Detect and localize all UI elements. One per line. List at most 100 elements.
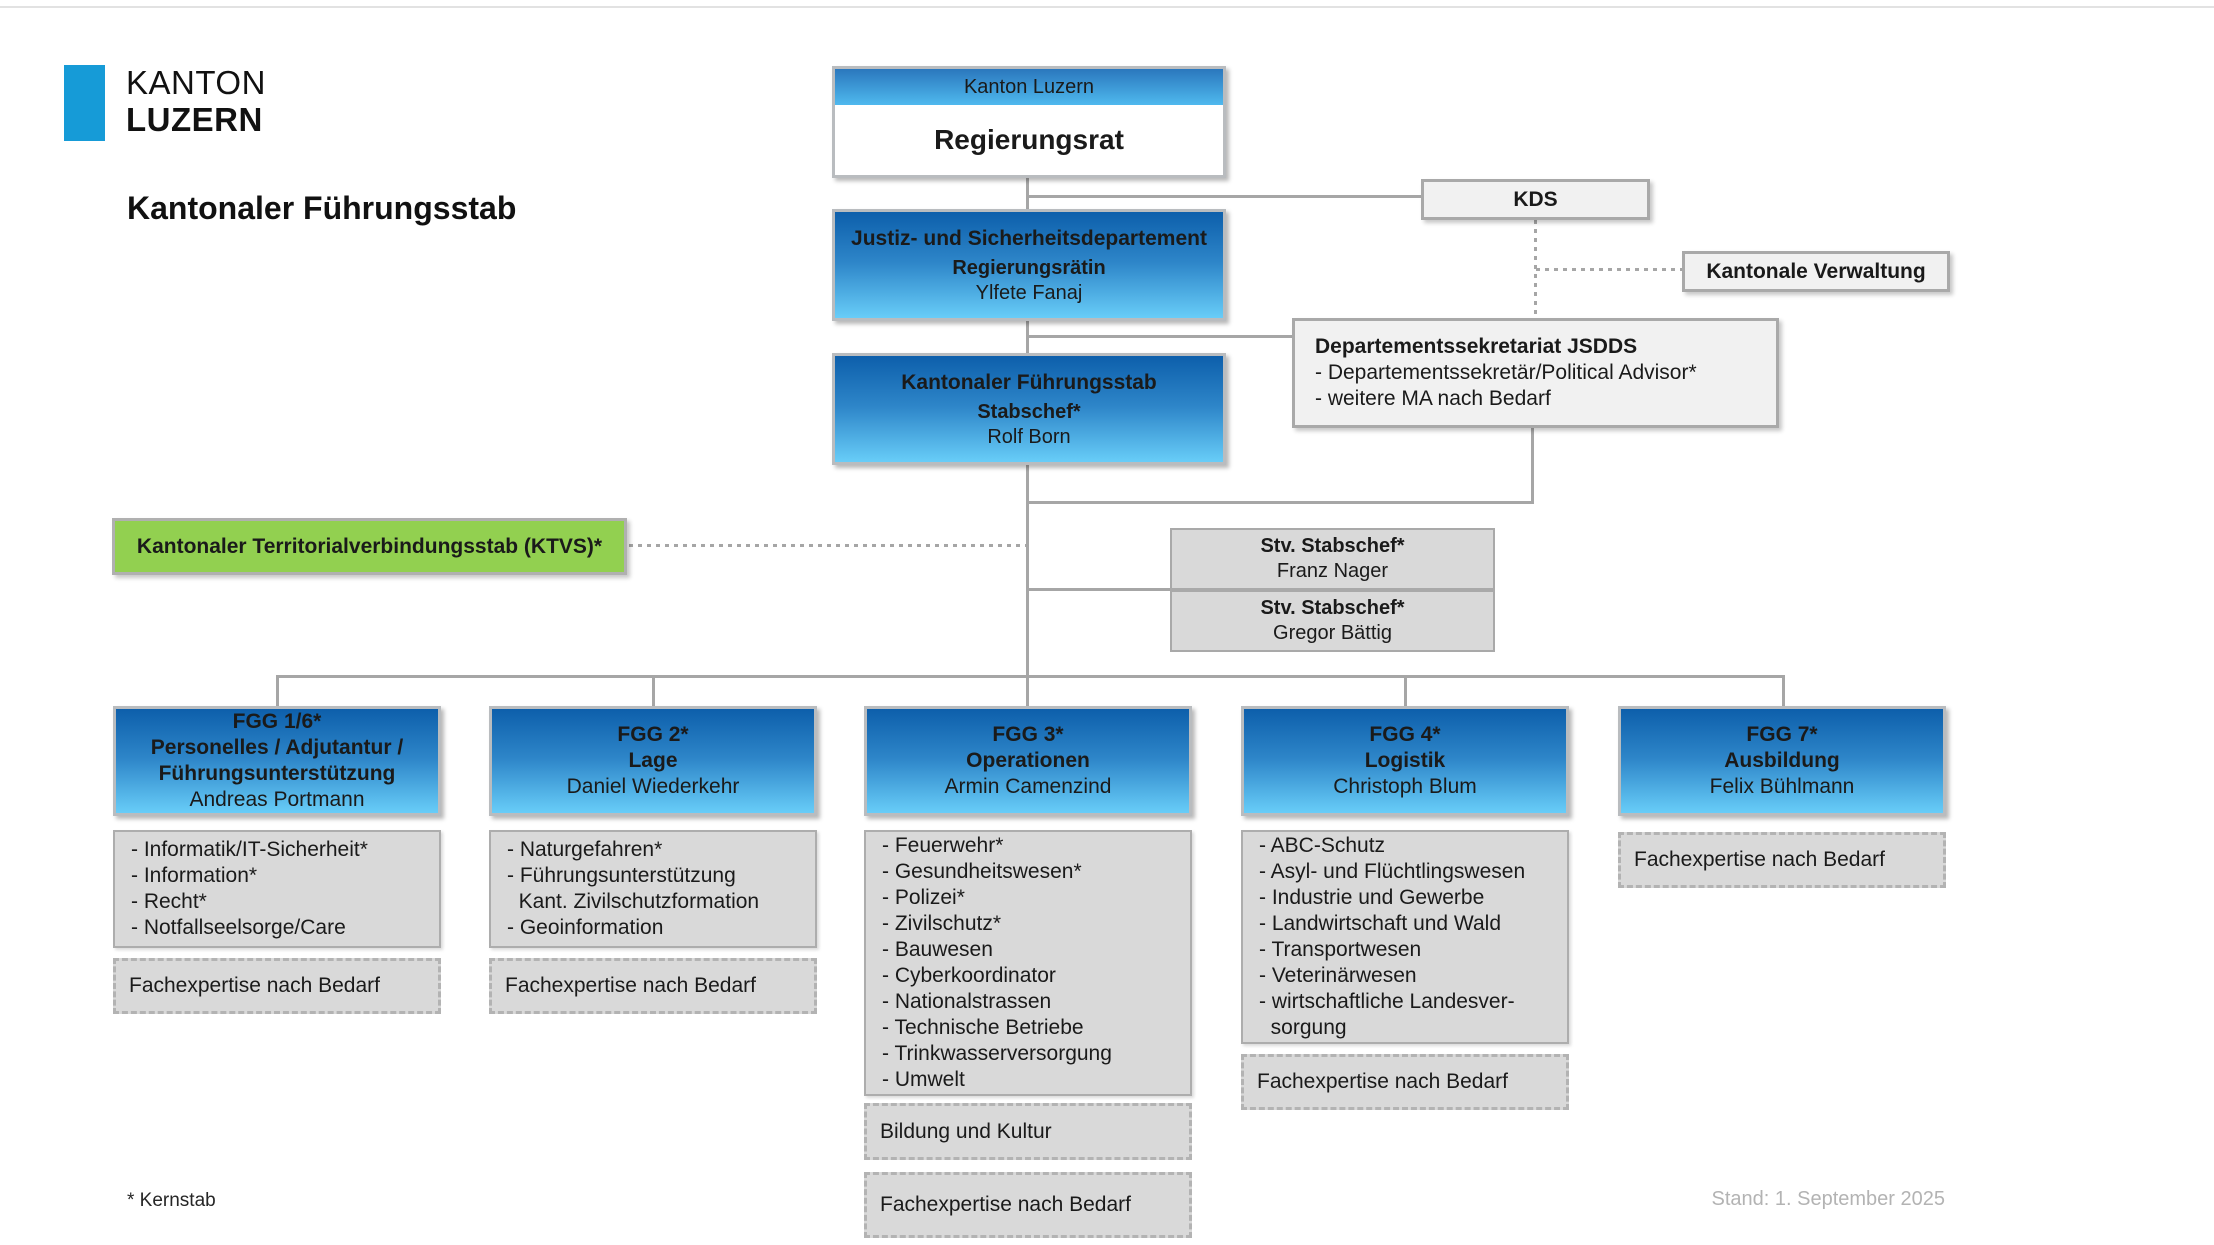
fgg-5-title-line: FGG 7* bbox=[1746, 723, 1818, 746]
fgg-5-title-line: Ausbildung bbox=[1724, 749, 1840, 772]
fgg-4-list-item: - Industrie und Gewerbe bbox=[1259, 886, 1485, 909]
fgg-1-title-line: Personelles / Adjutantur / bbox=[150, 736, 404, 759]
box-ktvs: Kantonaler Territorialverbindungsstab (K… bbox=[112, 518, 627, 575]
fgg-1-list-item: - Information* bbox=[131, 864, 258, 887]
jsdds-item: - weitere MA nach Bedarf bbox=[1315, 387, 1551, 410]
fgg-4-list-item: - Transportwesen bbox=[1259, 938, 1422, 961]
line-stub-fgg2 bbox=[652, 675, 655, 708]
logo-line-kanton: KANTON bbox=[126, 64, 266, 101]
fgg-3-list-item: - Gesundheitswesen* bbox=[882, 860, 1082, 883]
fgg-3-list-item: - Technische Betriebe bbox=[882, 1016, 1084, 1039]
line-to-stv bbox=[1026, 588, 1172, 591]
box-stv-stabschef-2: Stv. Stabschef* Gregor Bättig bbox=[1170, 590, 1495, 652]
fgg-2-person: Daniel Wiederkehr bbox=[566, 775, 740, 798]
line-jsdds-return bbox=[1026, 501, 1534, 504]
fgg-1-list-item: - Informatik/IT-Sicherheit* bbox=[131, 838, 368, 861]
fgg-4-title-line: Logistik bbox=[1364, 749, 1446, 772]
fgg-2-title-line: Lage bbox=[628, 749, 678, 772]
fgg-1-list-item: - Recht* bbox=[131, 890, 207, 913]
fuehrungsstab-person: Rolf Born bbox=[987, 426, 1071, 448]
ktvs-title: Kantonaler Territorialverbindungsstab (K… bbox=[136, 534, 603, 558]
fgg-4-list-item: sorgung bbox=[1259, 1016, 1347, 1039]
fgg-3-list-item: - Feuerwehr* bbox=[882, 834, 1004, 857]
fgg-1-extra-label: Fachexpertise nach Bedarf bbox=[129, 974, 380, 997]
box-fgg-2-list: - Naturgefahren*- Führungsunterstützung … bbox=[489, 830, 817, 948]
box-justiz-departement: Justiz- und Sicherheitsdepartement Regie… bbox=[832, 209, 1226, 321]
line-stub-fgg7 bbox=[1782, 675, 1785, 708]
fgg-3-list-item: - Bauwesen bbox=[882, 938, 993, 961]
regierungsrat-header-label: Kanton Luzern bbox=[963, 75, 1095, 98]
fgg-3-person: Armin Camenzind bbox=[944, 775, 1112, 798]
justiz-title: Justiz- und Sicherheitsdepartement bbox=[851, 227, 1207, 250]
fgg-3-list-item: - Cyberkoordinator bbox=[882, 964, 1056, 987]
fgg-3-title-line: Operationen bbox=[966, 749, 1090, 772]
fuehrungsstab-role: Stabschef* bbox=[977, 401, 1081, 423]
fgg-3-list-item: - Polizei* bbox=[882, 886, 965, 909]
box-regierungsrat-header: Kanton Luzern bbox=[835, 69, 1223, 105]
box-fgg-5-extra: Fachexpertise nach Bedarf bbox=[1618, 832, 1946, 888]
line-jsdds-down bbox=[1531, 427, 1534, 504]
fgg-4-person: Christoph Blum bbox=[1333, 775, 1477, 798]
fgg-4-list-item: - Asyl- und Flüchtlingswesen bbox=[1259, 860, 1526, 883]
fgg-1-title-line: Führungsunterstützung bbox=[158, 762, 396, 785]
dotted-line-ktvs bbox=[629, 544, 1027, 547]
fgg-3-list-item: - Nationalstrassen bbox=[882, 990, 1052, 1013]
fgg-2-title-line: FGG 2* bbox=[617, 723, 689, 746]
fgg-5-extra-label: Fachexpertise nach Bedarf bbox=[1634, 848, 1885, 871]
fgg-3-title-line: FGG 3* bbox=[992, 723, 1064, 746]
box-fgg-3-extra: Fachexpertise nach Bedarf bbox=[864, 1172, 1192, 1238]
fgg-2-list-item: Kant. Zivilschutzformation bbox=[507, 890, 760, 913]
line-stub-fgg16 bbox=[276, 675, 279, 708]
regierungsrat-title: Regierungsrat bbox=[934, 124, 1124, 155]
stand-date: Stand: 1. September 2025 bbox=[1711, 1188, 1946, 1210]
box-stv-stabschef-1: Stv. Stabschef* Franz Nager bbox=[1170, 528, 1495, 590]
box-fgg-2-extra: Fachexpertise nach Bedarf bbox=[489, 958, 817, 1014]
line-to-jsdds bbox=[1026, 335, 1294, 338]
fgg-1-list-item: - Notfallseelsorge/Care bbox=[131, 916, 346, 939]
line-to-kds bbox=[1026, 195, 1424, 198]
fgg-4-extra-label: Fachexpertise nach Bedarf bbox=[1257, 1070, 1508, 1093]
fgg-4-list-item: - ABC-Schutz bbox=[1259, 834, 1386, 857]
kantonale-verwaltung-title: Kantonale Verwaltung bbox=[1706, 259, 1926, 283]
fgg-5-person: Felix Bühlmann bbox=[1709, 775, 1855, 798]
fgg-1-title-line: FGG 1/6* bbox=[232, 710, 322, 733]
fgg-4-list-item: - wirtschaftliche Landesver- bbox=[1259, 990, 1515, 1013]
box-regierungsrat-body: Regierungsrat bbox=[835, 105, 1223, 175]
fgg-2-list-item: - Naturgefahren* bbox=[507, 838, 663, 861]
jsdds-title: Departementssekretariat JSDDS bbox=[1315, 335, 1638, 358]
fgg-4-title-line: FGG 4* bbox=[1369, 723, 1441, 746]
kanton-luzern-logo-mark bbox=[64, 65, 105, 141]
box-regierungsrat: Kanton Luzern Regierungsrat bbox=[832, 66, 1226, 178]
kds-title: KDS bbox=[1513, 187, 1558, 211]
logo-line-luzern: LUZERN bbox=[126, 101, 263, 138]
box-fuehrungsstab: Kantonaler Führungsstab Stabschef* Rolf … bbox=[832, 353, 1226, 465]
fgg-2-extra-label: Fachexpertise nach Bedarf bbox=[505, 974, 756, 997]
line-trunk bbox=[1026, 463, 1029, 708]
fgg-3-list-item: - Zivilschutz* bbox=[882, 912, 1002, 935]
justiz-role: Regierungsrätin bbox=[952, 257, 1106, 279]
fgg-2-list-item: - Geoinformation bbox=[507, 916, 664, 939]
box-kds: KDS bbox=[1421, 179, 1650, 220]
box-fgg-3-extra: Bildung und Kultur bbox=[864, 1103, 1192, 1160]
line-stub-fgg4 bbox=[1404, 675, 1407, 708]
box-fgg-1-header: FGG 1/6* Personelles / Adjutantur / Führun… bbox=[113, 706, 441, 816]
box-fgg-4-extra: Fachexpertise nach Bedarf bbox=[1241, 1054, 1569, 1110]
fgg-3-extra-label: Fachexpertise nach Bedarf bbox=[880, 1193, 1131, 1216]
page-title: Kantonaler Führungsstab bbox=[127, 190, 517, 226]
fgg-4-list-item: - Landwirtschaft und Wald bbox=[1259, 912, 1502, 935]
fgg-3-extra-label: Bildung und Kultur bbox=[880, 1119, 1052, 1143]
justiz-person: Ylfete Fanaj bbox=[975, 282, 1083, 304]
dotted-line-to-kantonale-verwaltung bbox=[1536, 268, 1682, 271]
line-distribution bbox=[276, 675, 1785, 678]
fgg-1-person: Andreas Portmann bbox=[189, 788, 365, 811]
footnote-kernstab: * Kernstab bbox=[127, 1190, 216, 1211]
kanton-luzern-logo-text: KANTON LUZERN bbox=[126, 64, 266, 138]
jsdds-item: - Departementssekretär/Political Advisor… bbox=[1315, 361, 1697, 384]
fuehrungsstab-title: Kantonaler Führungsstab bbox=[901, 371, 1157, 394]
stv1-role: Stv. Stabschef* bbox=[1260, 535, 1405, 557]
stv2-role: Stv. Stabschef* bbox=[1260, 597, 1405, 619]
